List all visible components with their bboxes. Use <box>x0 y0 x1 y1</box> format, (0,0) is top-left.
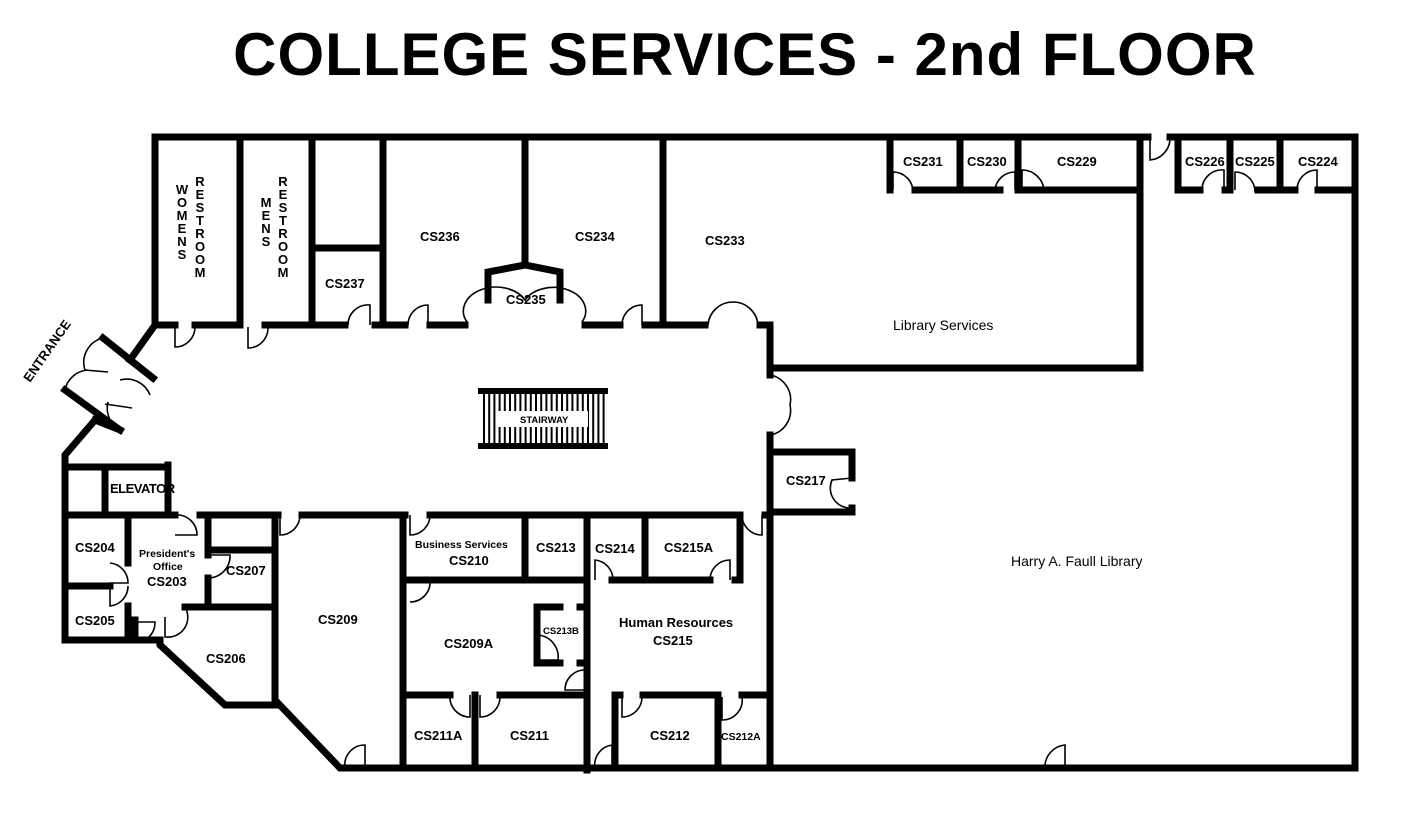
walls <box>60 133 1359 774</box>
label-cs206: CS206 <box>206 651 246 666</box>
label-cs209: CS209 <box>318 612 358 627</box>
label-business-services: Business Services <box>415 539 508 551</box>
label-harry-library: Harry A. Faull Library <box>1011 553 1142 569</box>
label-cs215: CS215 <box>653 633 693 648</box>
label-office: Office <box>153 561 183 573</box>
label-cs212: CS212 <box>650 728 690 743</box>
label-presidents: President's <box>139 548 195 560</box>
label-cs217: CS217 <box>786 473 826 488</box>
label-cs215a: CS215A <box>664 540 714 555</box>
label-cs235: CS235 <box>506 292 546 307</box>
label-cs204: CS204 <box>75 540 116 555</box>
label-cs213: CS213 <box>536 540 576 555</box>
label-cs213b: CS213B <box>543 626 579 637</box>
label-entrance: ENTRANCE <box>20 317 74 385</box>
label-cs212a: CS212A <box>721 731 761 743</box>
label-cs214: CS214 <box>595 541 636 556</box>
label-cs230: CS230 <box>967 154 1007 169</box>
page-title: COLLEGE SERVICES - 2nd FLOOR <box>233 21 1257 88</box>
label-elevator: ELEVATOR <box>110 481 176 496</box>
label-cs207: CS207 <box>226 563 266 578</box>
label-cs225: CS225 <box>1235 154 1275 169</box>
label-cs210: CS210 <box>449 553 489 568</box>
label-cs224: CS224 <box>1298 154 1339 169</box>
label-cs236: CS236 <box>420 229 460 244</box>
label-cs205: CS205 <box>75 613 115 628</box>
label-cs233: CS233 <box>705 233 745 248</box>
label-cs226: CS226 <box>1185 154 1225 169</box>
label-cs231: CS231 <box>903 154 943 169</box>
label-cs237: CS237 <box>325 276 365 291</box>
label-cs229: CS229 <box>1057 154 1097 169</box>
doors <box>64 137 1318 769</box>
label-cs209a: CS209A <box>444 636 494 651</box>
stairway <box>478 388 608 449</box>
label-cs234: CS234 <box>575 229 616 244</box>
label-cs211a: CS211A <box>414 728 463 743</box>
label-cs211: CS211 <box>510 728 549 743</box>
label-library-services: Library Services <box>893 317 993 333</box>
label-human-resources: Human Resources <box>619 615 733 630</box>
label-cs203: CS203 <box>147 574 187 589</box>
label-stairway: STAIRWAY <box>520 415 569 426</box>
